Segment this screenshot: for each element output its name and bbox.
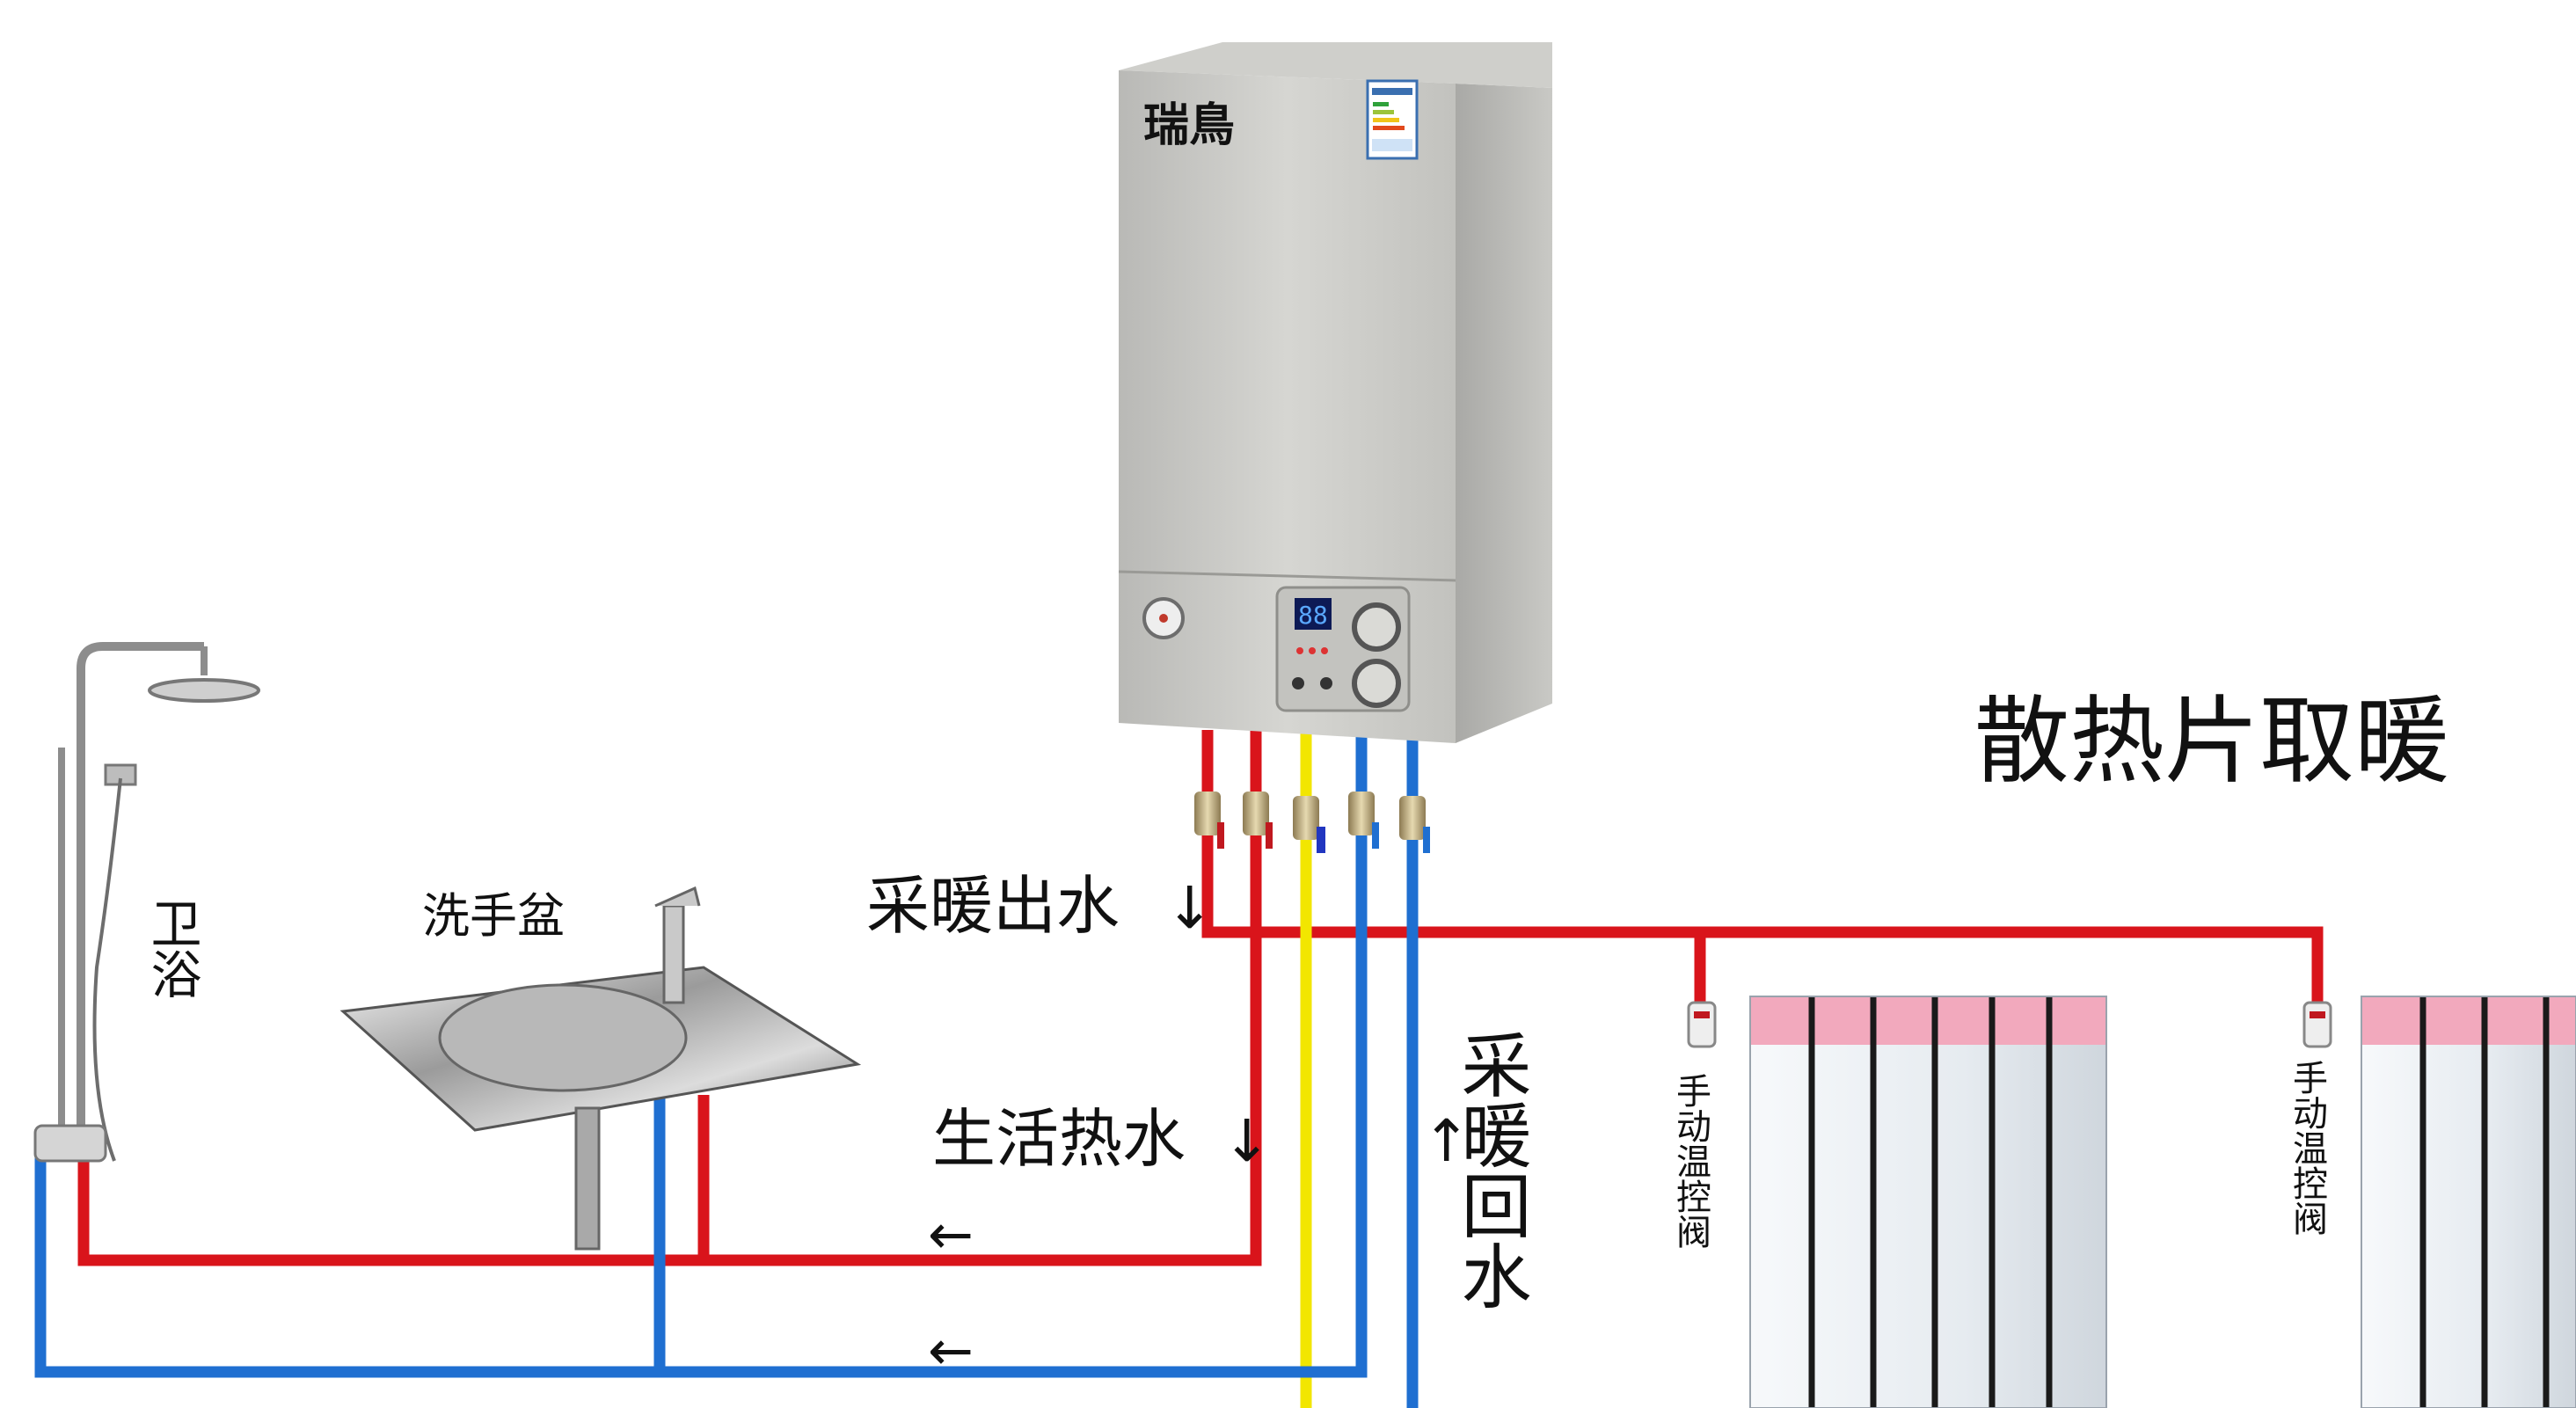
boiler-button-left[interactable]	[1292, 677, 1304, 689]
boiler-side	[1456, 84, 1552, 743]
radiator-2	[2361, 996, 2576, 1408]
boiler-knob-top[interactable]	[1352, 602, 1401, 652]
boiler-top	[1119, 42, 1552, 88]
heating-return-label: 采暖回水	[1452, 1029, 1530, 1310]
cold-flow-arrow: ←	[928, 1318, 974, 1382]
pipes	[34, 730, 2324, 1408]
radiator-2-valve-label: 手动温控阀	[2288, 1060, 2327, 1236]
energy-label	[1366, 79, 1419, 160]
domestic-hot-water-pipe	[77, 730, 1262, 1266]
hot-flow-arrow: ←	[928, 1202, 974, 1266]
radiator-1-valve[interactable]	[1687, 1001, 1717, 1048]
radiator-1-valve-label: 手动温控阀	[1671, 1073, 1711, 1249]
boiler-logo: 瑞鳥	[1143, 100, 1235, 151]
wash-basin	[339, 886, 862, 1251]
domestic-hot-water-label: 生活热水	[932, 1105, 1186, 1175]
heating-supply-arrow: ↓	[1165, 874, 1214, 942]
boiler: 瑞鳥 88	[1118, 42, 1552, 743]
boiler-button-right[interactable]	[1320, 677, 1332, 689]
valve-heating-supply[interactable]	[1194, 792, 1224, 849]
basin-label: 洗手盆	[422, 890, 565, 943]
diagram-title: 散热片取暖	[1974, 688, 2449, 794]
cold-water-pipe	[34, 730, 1368, 1378]
radiator-2-valve[interactable]	[2302, 1001, 2332, 1048]
heating-supply-label: 采暖出水	[866, 872, 1120, 942]
valve-heating-return[interactable]	[1399, 796, 1430, 853]
boiler-panel-seam	[1118, 570, 1456, 582]
boiler-valves	[1194, 792, 1430, 853]
boiler-knob-bottom[interactable]	[1352, 659, 1401, 708]
boiler-display	[1295, 598, 1332, 630]
shower-label: 卫浴	[143, 897, 201, 999]
valve-gas[interactable]	[1293, 796, 1325, 853]
radiator-1	[1749, 996, 2107, 1408]
shower-set	[33, 642, 260, 1163]
valve-domestic-hot[interactable]	[1243, 792, 1273, 849]
valve-cold-water[interactable]	[1348, 792, 1379, 849]
domestic-hot-water-arrow: ↓	[1222, 1107, 1271, 1175]
heating-return-arrow: ↑	[1422, 1107, 1470, 1175]
boiler-display-value: 88	[1298, 601, 1328, 630]
